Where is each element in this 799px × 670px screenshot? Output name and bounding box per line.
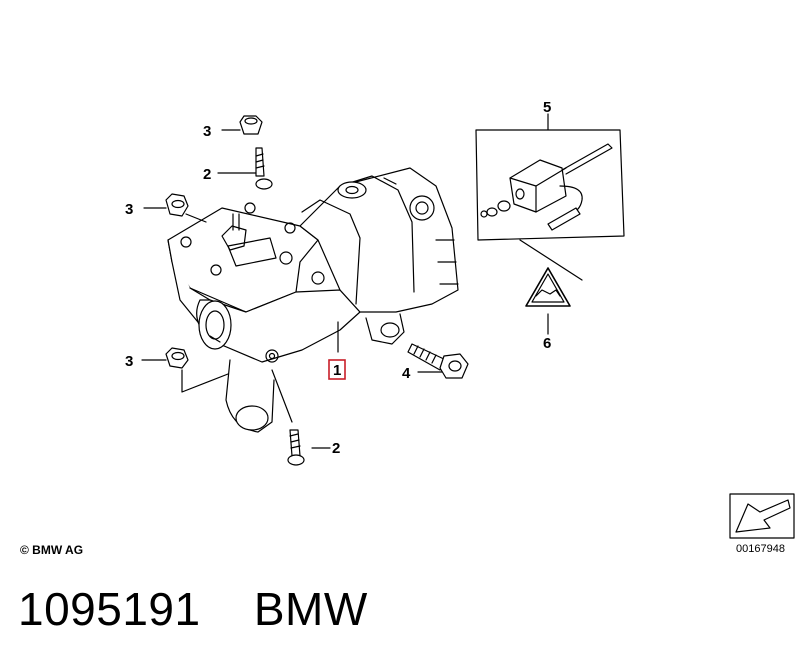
callout-4: 4: [402, 365, 411, 382]
callout-3-bottom: 3: [125, 353, 133, 370]
inset-valve-kit: [475, 129, 625, 281]
parts-diagram: 1 3 2 3 3 2 4 5 6 © BMW AG 00167948: [20, 99, 795, 557]
footer-caption: 1095191 BMW: [18, 582, 368, 636]
bolt-4: [407, 343, 469, 379]
bolt-top: [255, 147, 273, 190]
leader-lines: [141, 113, 549, 449]
nut-left: [165, 193, 189, 217]
warning-label-triangle: [525, 267, 571, 307]
part-number: 1095191: [18, 583, 201, 635]
callout-2-bottom: 2: [332, 440, 340, 457]
bolt-bottom: [287, 429, 305, 466]
brand-name: BMW: [253, 583, 368, 635]
nut-top: [239, 115, 263, 135]
nut-bottom: [165, 347, 189, 369]
callout-1: 1: [333, 362, 341, 379]
callout-6: 6: [543, 335, 551, 352]
callout-3-top: 3: [203, 123, 211, 140]
drawing-number: 00167948: [736, 543, 785, 555]
orientation-arrow-box: [729, 493, 795, 539]
callout-3-left: 3: [125, 201, 133, 218]
copyright-text: © BMW AG: [20, 543, 83, 557]
callout-1-highlight: [328, 359, 346, 380]
steering-gear-housing: [167, 167, 459, 433]
callout-5: 5: [543, 99, 551, 116]
callout-2-top: 2: [203, 166, 211, 183]
